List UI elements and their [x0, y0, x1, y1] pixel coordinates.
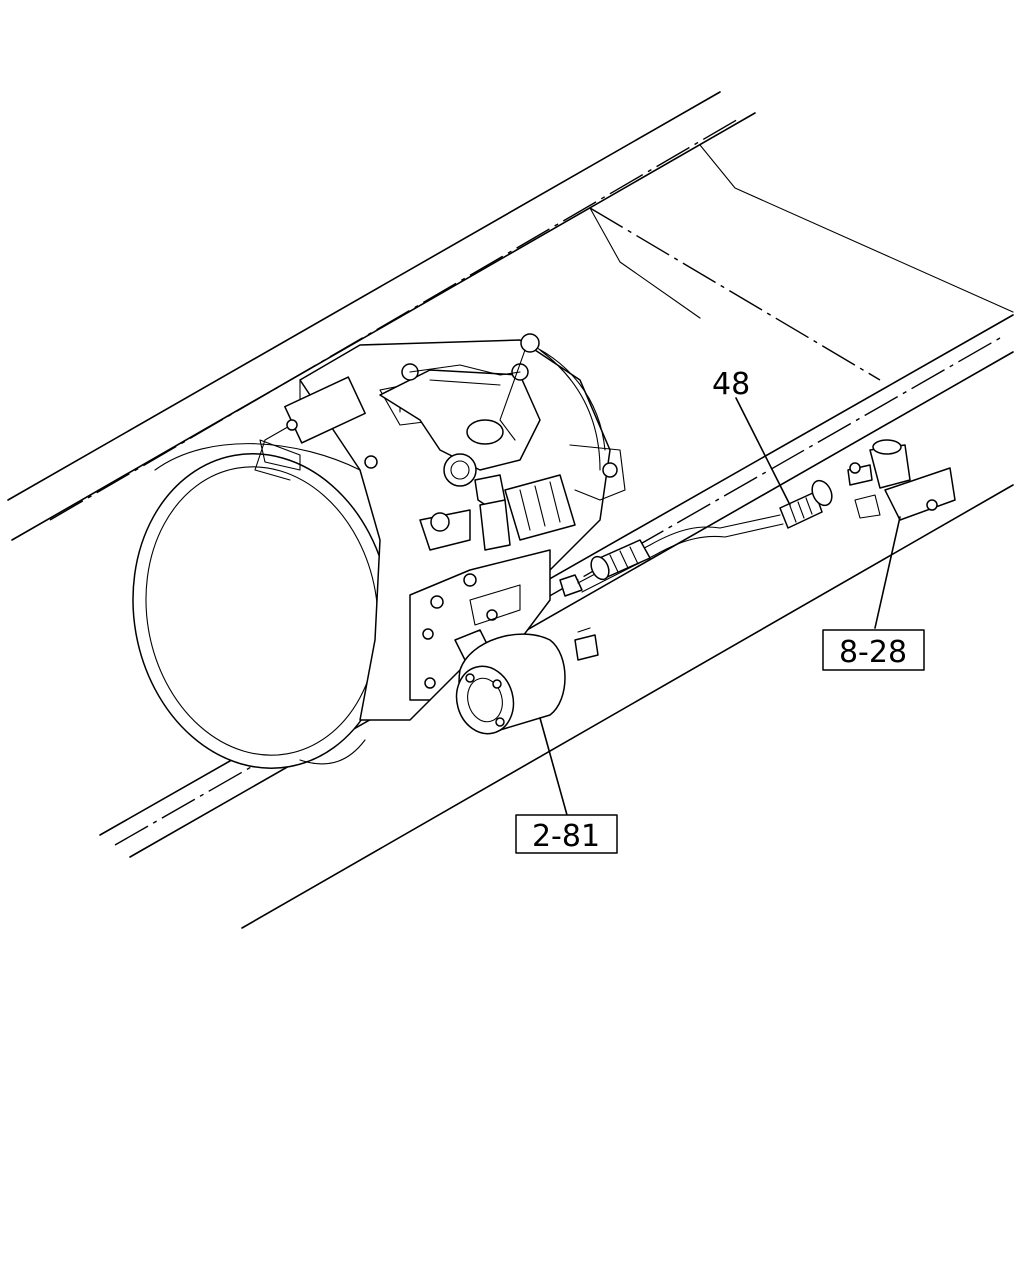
callout-2-81[interactable]: 2-81	[515, 814, 618, 854]
callout-8-28[interactable]: 8-28	[822, 629, 925, 671]
callout-48: 48	[712, 367, 750, 402]
callout-2-81-label: 2-81	[532, 819, 600, 854]
shift-mechanism	[379, 333, 626, 551]
callout-2-81-box	[515, 814, 618, 854]
callout-8-28-box	[822, 629, 925, 671]
bracket-fitting	[847, 439, 956, 629]
callout-8-28-label: 8-28	[839, 635, 907, 670]
slave-cylinder	[455, 627, 599, 735]
leader-2-81	[539, 717, 568, 816]
clutch-hose	[559, 397, 833, 597]
bell-housing	[132, 443, 392, 769]
